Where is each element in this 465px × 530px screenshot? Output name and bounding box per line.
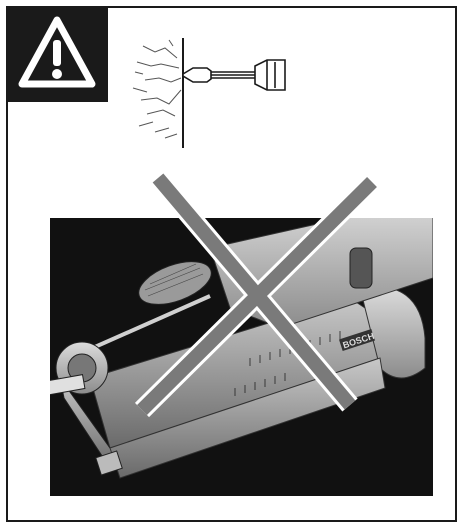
chisel-icon xyxy=(182,59,286,91)
rotary-hammer-icon: BOSCH xyxy=(50,218,433,479)
warning-triangle-icon xyxy=(18,16,96,88)
debris-icon xyxy=(132,39,182,139)
chisel-wall-diagram xyxy=(132,38,286,148)
tool-photo: BOSCH xyxy=(50,218,433,496)
warning-box xyxy=(6,6,108,102)
